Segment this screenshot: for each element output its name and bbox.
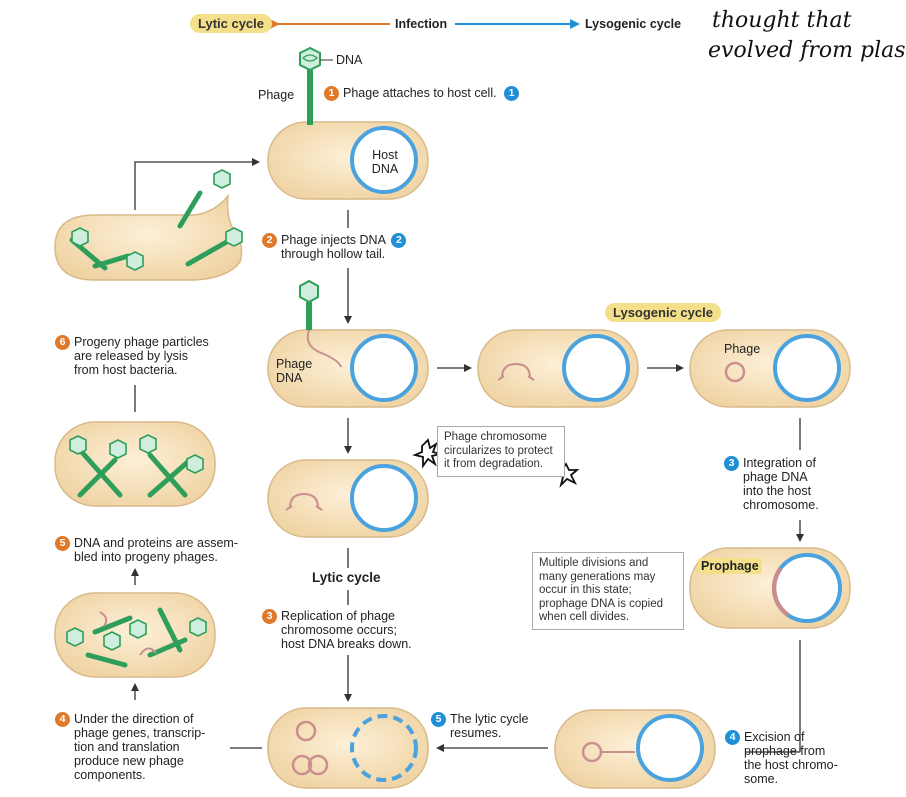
host-dna-lyso-circ [562, 334, 630, 402]
broken-host-dna [350, 714, 418, 782]
step-4-lyso-number: 4 [725, 730, 740, 745]
step-4-lytic-number: 4 [55, 712, 70, 727]
host-cell-replication [267, 707, 429, 789]
star-annotation-left [412, 438, 444, 469]
lytic-cycle-center-label: Lytic cycle [312, 570, 381, 585]
step-5-lytic-number: 5 [55, 536, 70, 551]
step-4-lytic: 4 Under the direction of phage genes, tra… [55, 712, 205, 782]
step-4-lysogenic: 4 Excision of prophage from the host chro… [725, 730, 838, 786]
label-phage-dna: Phage DNA [276, 357, 313, 385]
step-3-lyso-number: 3 [724, 456, 739, 471]
label-phage-top: Phage [258, 88, 295, 102]
header-infection: Infection [395, 17, 448, 31]
phage-dna-circularizing [285, 492, 323, 511]
host-dna-top [350, 126, 418, 194]
label-dna-top: DNA [336, 53, 363, 67]
header-lysogenic: Lysogenic cycle [585, 17, 682, 31]
step-3-lysogenic: 3 Integration of phage DNA into the host … [724, 456, 819, 512]
phage-inject-icon [299, 279, 342, 368]
step-4-lyso-text: Excision of prophage from the host chrom… [744, 730, 838, 786]
step-1: 1 Phage attaches to host cell. 1 [324, 86, 523, 102]
host-dna-inject [350, 334, 418, 402]
note-multiple-divisions: Multiple divisions and many generations … [532, 552, 684, 630]
step-6-lytic: 6 Progeny phage particles are released by… [55, 335, 209, 377]
step-2-text: Phage injects DNA through hollow tail. [281, 233, 386, 261]
lysogenic-cycle-pill: Lysogenic cycle [605, 303, 721, 322]
phage-top-icon [299, 46, 321, 125]
note-circularize: Phage chromosome circularizes to protect… [437, 426, 565, 477]
step-6-lytic-number: 6 [55, 335, 70, 350]
phage-dna-copy-1 [295, 720, 317, 742]
step-3-lyso-text: Integration of phage DNA into the host c… [743, 456, 819, 512]
step-3-lytic-number: 3 [262, 609, 277, 624]
label-prophage: Prophage [698, 558, 762, 574]
host-dna-excision [636, 714, 704, 782]
step-1-text: Phage attaches to host cell. [343, 86, 497, 100]
phage-dna-copy-2 [291, 754, 313, 776]
phage-heads-loose [66, 617, 207, 651]
step-3-lytic-text: Replication of phage chromosome occurs; … [281, 609, 412, 651]
step-3-lytic: 3 Replication of phage chromosome occurs;… [262, 609, 412, 651]
step-5-lyso-number: 5 [431, 712, 446, 727]
step-4-lytic-text: Under the direction of phage genes, tran… [74, 712, 206, 782]
step-1-number-blue: 1 [504, 86, 520, 102]
label-phage-lysogenic: Phage [724, 342, 761, 356]
step-2-number-orange: 2 [262, 233, 277, 249]
step-2-number-blue: 2 [391, 233, 407, 248]
host-dna-lyso-phage [773, 334, 841, 402]
step-1-number-orange: 1 [324, 86, 339, 102]
phage-dna-circle [724, 361, 746, 383]
prophage-segment [771, 566, 790, 617]
label-host-dna: Host DNA [371, 148, 399, 176]
released-phages [69, 169, 243, 271]
step-5-lyso-text: The lytic cycle resumes. [450, 712, 529, 740]
phage-dna-lyso-circularizing [497, 362, 535, 381]
host-dna-circularized [350, 464, 418, 532]
step-5-lytic-text: DNA and proteins are assem- bled into pr… [74, 536, 238, 564]
step-6-lytic-text: Progeny phage particles are released by … [74, 335, 209, 377]
step-5-lytic: 5 DNA and proteins are assem- bled into p… [55, 536, 238, 564]
handwriting-line1: thought that [712, 8, 852, 33]
assembled-phages [69, 434, 204, 498]
phage-dna-loose [99, 611, 157, 656]
step-5-lysogenic: 5 The lytic cycle resumes. [431, 712, 529, 740]
phage-components [85, 607, 188, 668]
handwriting-line2: evolved from plas [708, 38, 906, 63]
arrow-lysed-to-top [134, 158, 260, 210]
header-lytic-pill: Lytic cycle [190, 14, 273, 33]
phage-dna-copy-3 [307, 754, 329, 776]
